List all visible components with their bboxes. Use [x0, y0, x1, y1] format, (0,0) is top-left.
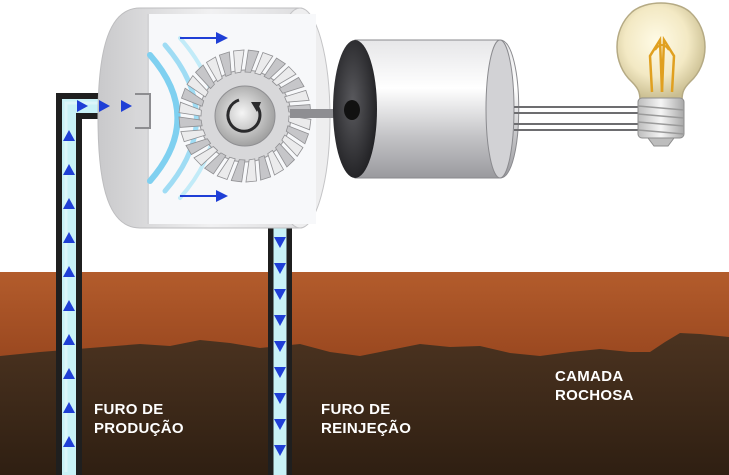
down-arrow-icon [274, 393, 286, 404]
turbine-blade [193, 146, 219, 167]
up-arrow-icon [63, 436, 75, 447]
production-flow-arrows [63, 130, 75, 447]
inlet-flow-arrows [77, 100, 132, 112]
turbine-blade [244, 49, 260, 73]
production-well-label: FURO DE PRODUÇÃO [94, 400, 184, 438]
ground [0, 272, 729, 475]
down-arrow-icon [274, 263, 286, 274]
turbine-blade [275, 142, 296, 168]
production-well-label-line-2: PRODUÇÃO [94, 420, 184, 437]
turbine-blade [178, 101, 202, 117]
up-arrow-icon [63, 164, 75, 175]
up-arrow-icon [63, 402, 75, 413]
turbine-blade [216, 156, 236, 181]
reinjection-well-label: FURO DE REINJEÇÃO [321, 400, 411, 438]
up-arrow-icon [63, 232, 75, 243]
down-arrow-icon [274, 419, 286, 430]
down-arrow-icon [274, 289, 286, 300]
turbine-blade [281, 134, 304, 158]
up-arrow-icon [63, 368, 75, 379]
turbine-blade [267, 149, 285, 176]
rock-layer-label: CAMADA ROCHOSA [555, 367, 634, 405]
turbine-hub [214, 85, 276, 147]
rock-layer-label-line-2: ROCHOSA [555, 387, 634, 404]
right-arrow-icon [77, 100, 88, 112]
turbine-blade [288, 115, 312, 131]
turbine-blade [194, 64, 215, 90]
reinjection-well-label-line-2: REINJEÇÃO [321, 420, 412, 437]
down-arrow-icon [274, 445, 286, 456]
rotation-arrowhead [251, 102, 261, 112]
turbine-blade [285, 125, 310, 145]
turbine-blade [180, 87, 205, 107]
turbine-blade [230, 159, 246, 183]
turbine-blade [218, 51, 232, 77]
turbine-blade [271, 65, 297, 86]
right-arrow-icon [121, 100, 132, 112]
generator-icon [333, 39, 520, 179]
turbine-blade [245, 158, 257, 183]
rock-layer [0, 333, 729, 475]
down-arrow-icon [274, 341, 286, 352]
down-arrow-icon [274, 367, 286, 378]
turbine-blade [185, 138, 212, 156]
rock-layer-label-line-1: CAMADA [555, 368, 624, 385]
up-arrow-icon [63, 300, 75, 311]
turbine-blade [258, 155, 272, 181]
reinjection-well-label-line-1: FURO DE [321, 401, 391, 418]
turbine-blade [233, 49, 245, 74]
steam-inlet-nozzle [135, 93, 151, 129]
flow-arrow-icon [180, 32, 228, 202]
light-bulb-icon [616, 2, 706, 147]
right-arrow-icon [99, 100, 110, 112]
up-arrow-icon [63, 130, 75, 141]
power-wires [514, 106, 642, 131]
turbine-shaft [290, 109, 352, 118]
reinjection-flow-arrows [274, 237, 286, 456]
turbine-blade [263, 57, 287, 80]
turbine-blade [205, 56, 223, 83]
turbine-blade [254, 51, 274, 76]
turbine-blade [178, 116, 203, 128]
down-arrow-icon [274, 315, 286, 326]
turbine-blade [278, 76, 305, 94]
production-well-label-line-1: FURO DE [94, 401, 164, 418]
up-arrow-icon [63, 266, 75, 277]
turbine-blade [284, 89, 310, 103]
turbine-blade [186, 74, 209, 98]
up-arrow-icon [63, 334, 75, 345]
up-arrow-icon [63, 198, 75, 209]
turbine-blade [180, 129, 206, 143]
turbine-blade [203, 152, 227, 175]
rotation-arrow-icon [226, 98, 262, 133]
down-arrow-icon [274, 237, 286, 248]
turbine-icon [178, 49, 312, 183]
